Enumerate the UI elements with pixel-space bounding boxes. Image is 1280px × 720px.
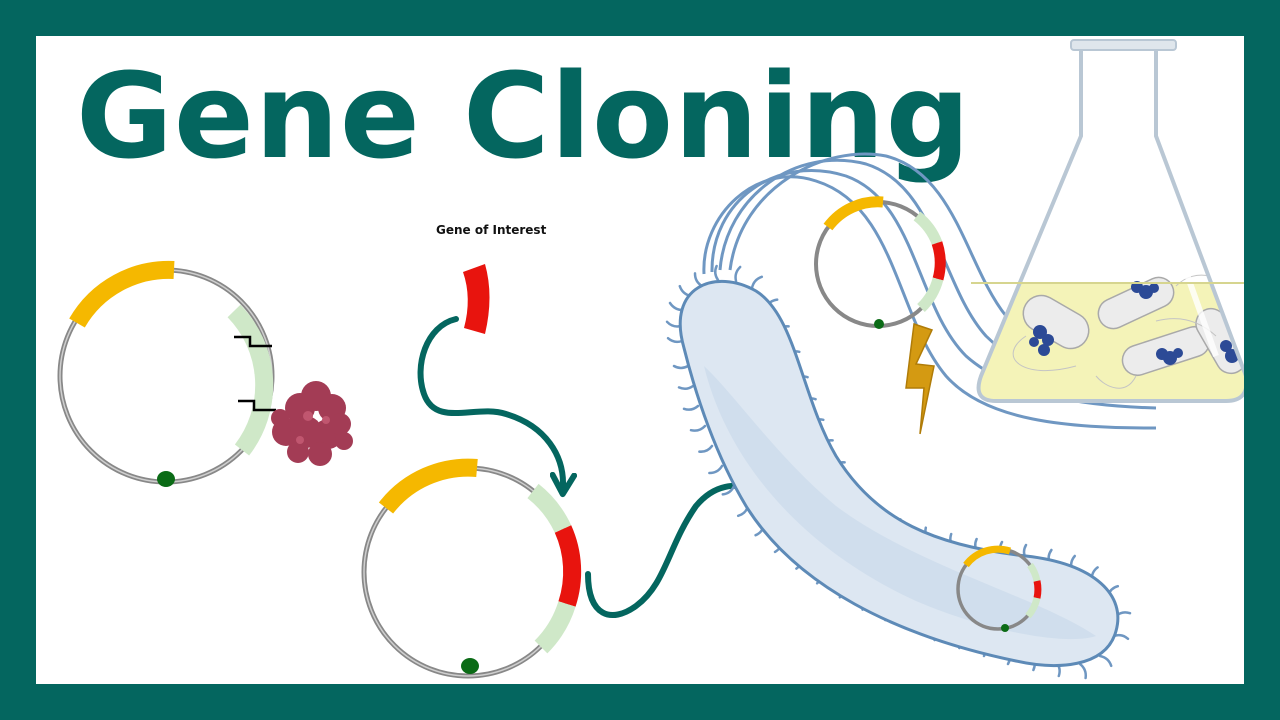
gene-fragment-icon <box>463 264 490 334</box>
pilus <box>698 444 714 453</box>
plasmid-icon <box>57 260 276 487</box>
lightning-icon <box>905 322 935 435</box>
pilus <box>682 404 700 411</box>
origin-of-replication-icon <box>157 471 175 487</box>
pilus <box>672 364 690 370</box>
pilus <box>734 265 742 283</box>
pilus <box>689 424 707 432</box>
gene-of-interest-label: Gene of Interest <box>436 223 547 237</box>
illustration-frame: Gene Cloning Gene of Interest <box>36 36 1244 684</box>
restriction-enzyme-icon <box>271 381 353 466</box>
mcs-region-icon <box>227 304 274 456</box>
recombinant-plasmid-icon <box>361 458 582 679</box>
intracellular-plasmid-icon <box>956 545 1042 632</box>
pilus <box>1078 662 1088 680</box>
pilus <box>750 275 764 290</box>
pilus <box>1098 654 1113 668</box>
pilus <box>714 264 720 282</box>
transformation-arrow-icon <box>585 486 774 618</box>
pilus <box>677 384 695 390</box>
insertion-arrow-icon <box>417 316 563 486</box>
diagram-canvas <box>57 39 1244 680</box>
selection-marker-icon <box>69 260 175 328</box>
pilus <box>721 484 736 496</box>
pilus <box>693 272 704 288</box>
pilus <box>666 336 684 344</box>
recombinant-plasmid-top-icon <box>814 196 946 329</box>
pilus <box>1112 633 1130 641</box>
bacterium-icon <box>665 152 1167 680</box>
pilus <box>708 464 724 475</box>
cut-site-icon <box>234 335 272 348</box>
cut-site-icon <box>238 399 276 412</box>
flask-icon <box>971 39 1244 403</box>
